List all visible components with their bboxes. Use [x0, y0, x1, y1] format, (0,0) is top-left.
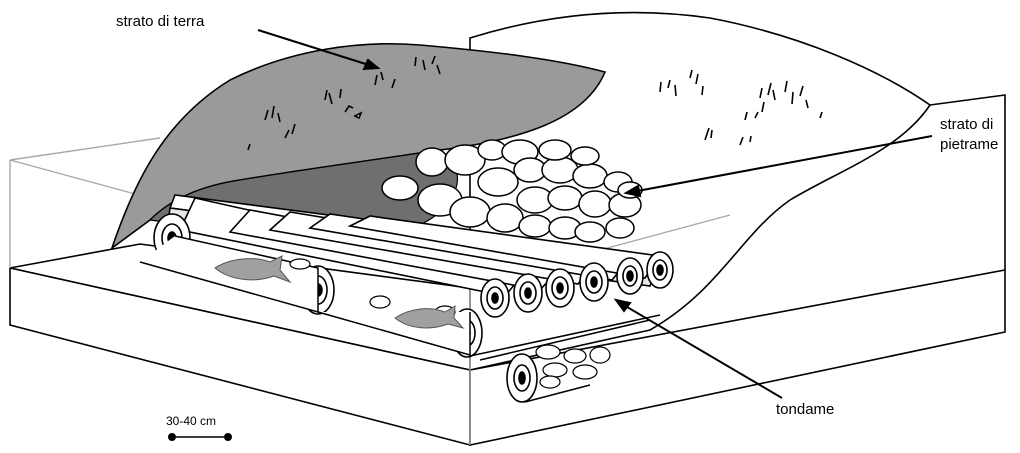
log-end [646, 251, 674, 289]
annotation-arrows [257, 29, 933, 399]
label-tondame: tondame [776, 401, 834, 418]
log-end [480, 278, 510, 318]
label-strato-terra: strato di terra [116, 13, 205, 30]
log-platform [167, 194, 662, 297]
fish-icon [214, 255, 292, 284]
label-strato-pietrame-line1: strato di [940, 116, 993, 133]
log-end [579, 262, 609, 302]
hill-grass [659, 69, 823, 146]
label-strato-pietrame-line2: pietrame [940, 136, 998, 153]
log-end [616, 257, 644, 295]
fish-icon [394, 305, 465, 329]
log-end [513, 273, 543, 313]
scale-bar-endpoint [168, 433, 176, 441]
grass-tufts [247, 55, 441, 151]
log-end [545, 268, 575, 308]
scale-bar-label: 30-40 cm [166, 414, 216, 428]
stone-layer [381, 139, 643, 243]
fish [214, 255, 465, 329]
scale-bar-endpoint [224, 433, 232, 441]
scale-bar: 30-40 cm [166, 414, 232, 441]
log-end [506, 353, 538, 403]
